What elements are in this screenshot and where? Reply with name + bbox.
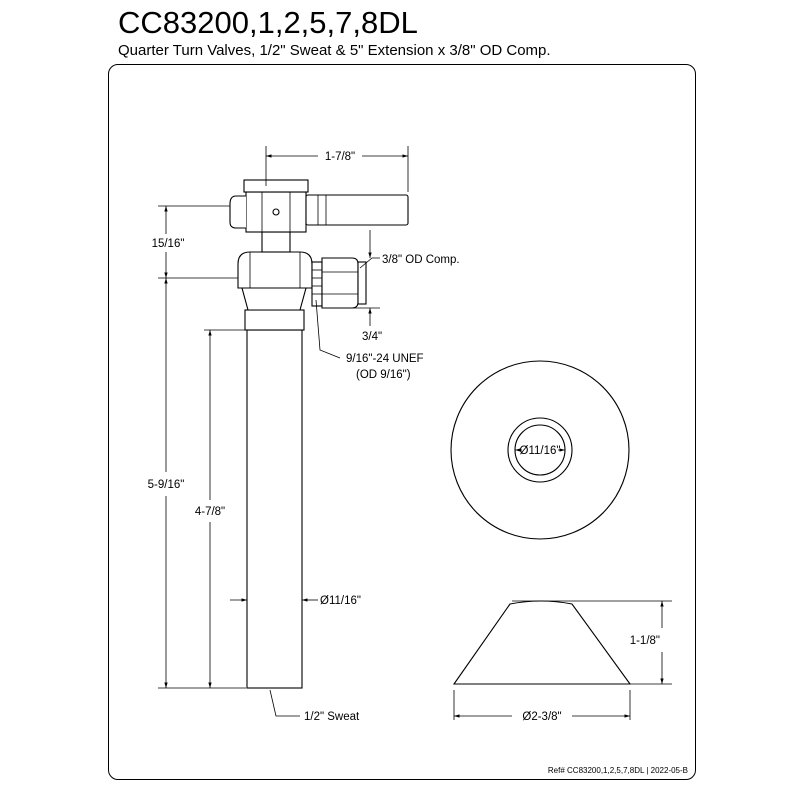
compression-nut xyxy=(321,257,359,309)
sweat-collar xyxy=(244,309,305,331)
flange-top-view xyxy=(450,360,630,540)
label-flange-height: 1-1/8" xyxy=(630,635,660,647)
label-thread-spec: 9/16"-24 UNEF xyxy=(346,353,424,365)
label-extension-length: 4-7/8" xyxy=(195,506,225,518)
extension-tube xyxy=(246,329,303,689)
handle-stub xyxy=(229,195,246,229)
flange-side-view xyxy=(452,600,632,685)
label-flange-hole: Ø11/16" xyxy=(520,445,561,457)
compression-sleeve xyxy=(357,261,367,305)
label-sweat-size: 1/2" Sweat xyxy=(304,711,360,723)
valve-body-taper xyxy=(241,287,307,311)
label-comp-offset: 3/4" xyxy=(362,331,382,343)
bonnet-cap xyxy=(243,179,309,193)
valve-body xyxy=(237,251,313,289)
label-overall-height: 5-9/16" xyxy=(148,479,185,491)
label-comp-size: 3/8" OD Comp. xyxy=(382,254,460,266)
dimension-labels: 1-7/8" 15/16" 3/8" OD Comp. 3/4" 9/16"-2… xyxy=(148,151,660,723)
valve-stem xyxy=(261,231,291,253)
label-valve-height: 15/16" xyxy=(152,238,185,250)
valve-assembly xyxy=(229,179,409,689)
outlet-thread xyxy=(311,261,323,307)
drawing-title: CC83200,1,2,5,7,8DL xyxy=(118,5,418,40)
label-handle-length: 1-7/8" xyxy=(325,151,355,163)
label-thread-od: (OD 9/16") xyxy=(356,369,411,381)
reference-note: Ref# CC83200,1,2,5,7,8DL | 2022-05-B xyxy=(547,766,688,775)
label-tube-diameter: Ø11/16" xyxy=(320,595,361,607)
handle-screw xyxy=(272,208,280,216)
drawing-subtitle: Quarter Turn Valves, 1/2" Sweat & 5" Ext… xyxy=(118,42,551,59)
drawing-frame xyxy=(108,64,696,780)
valve-handle xyxy=(305,194,409,226)
label-flange-diameter: Ø2-3/8" xyxy=(522,711,561,723)
